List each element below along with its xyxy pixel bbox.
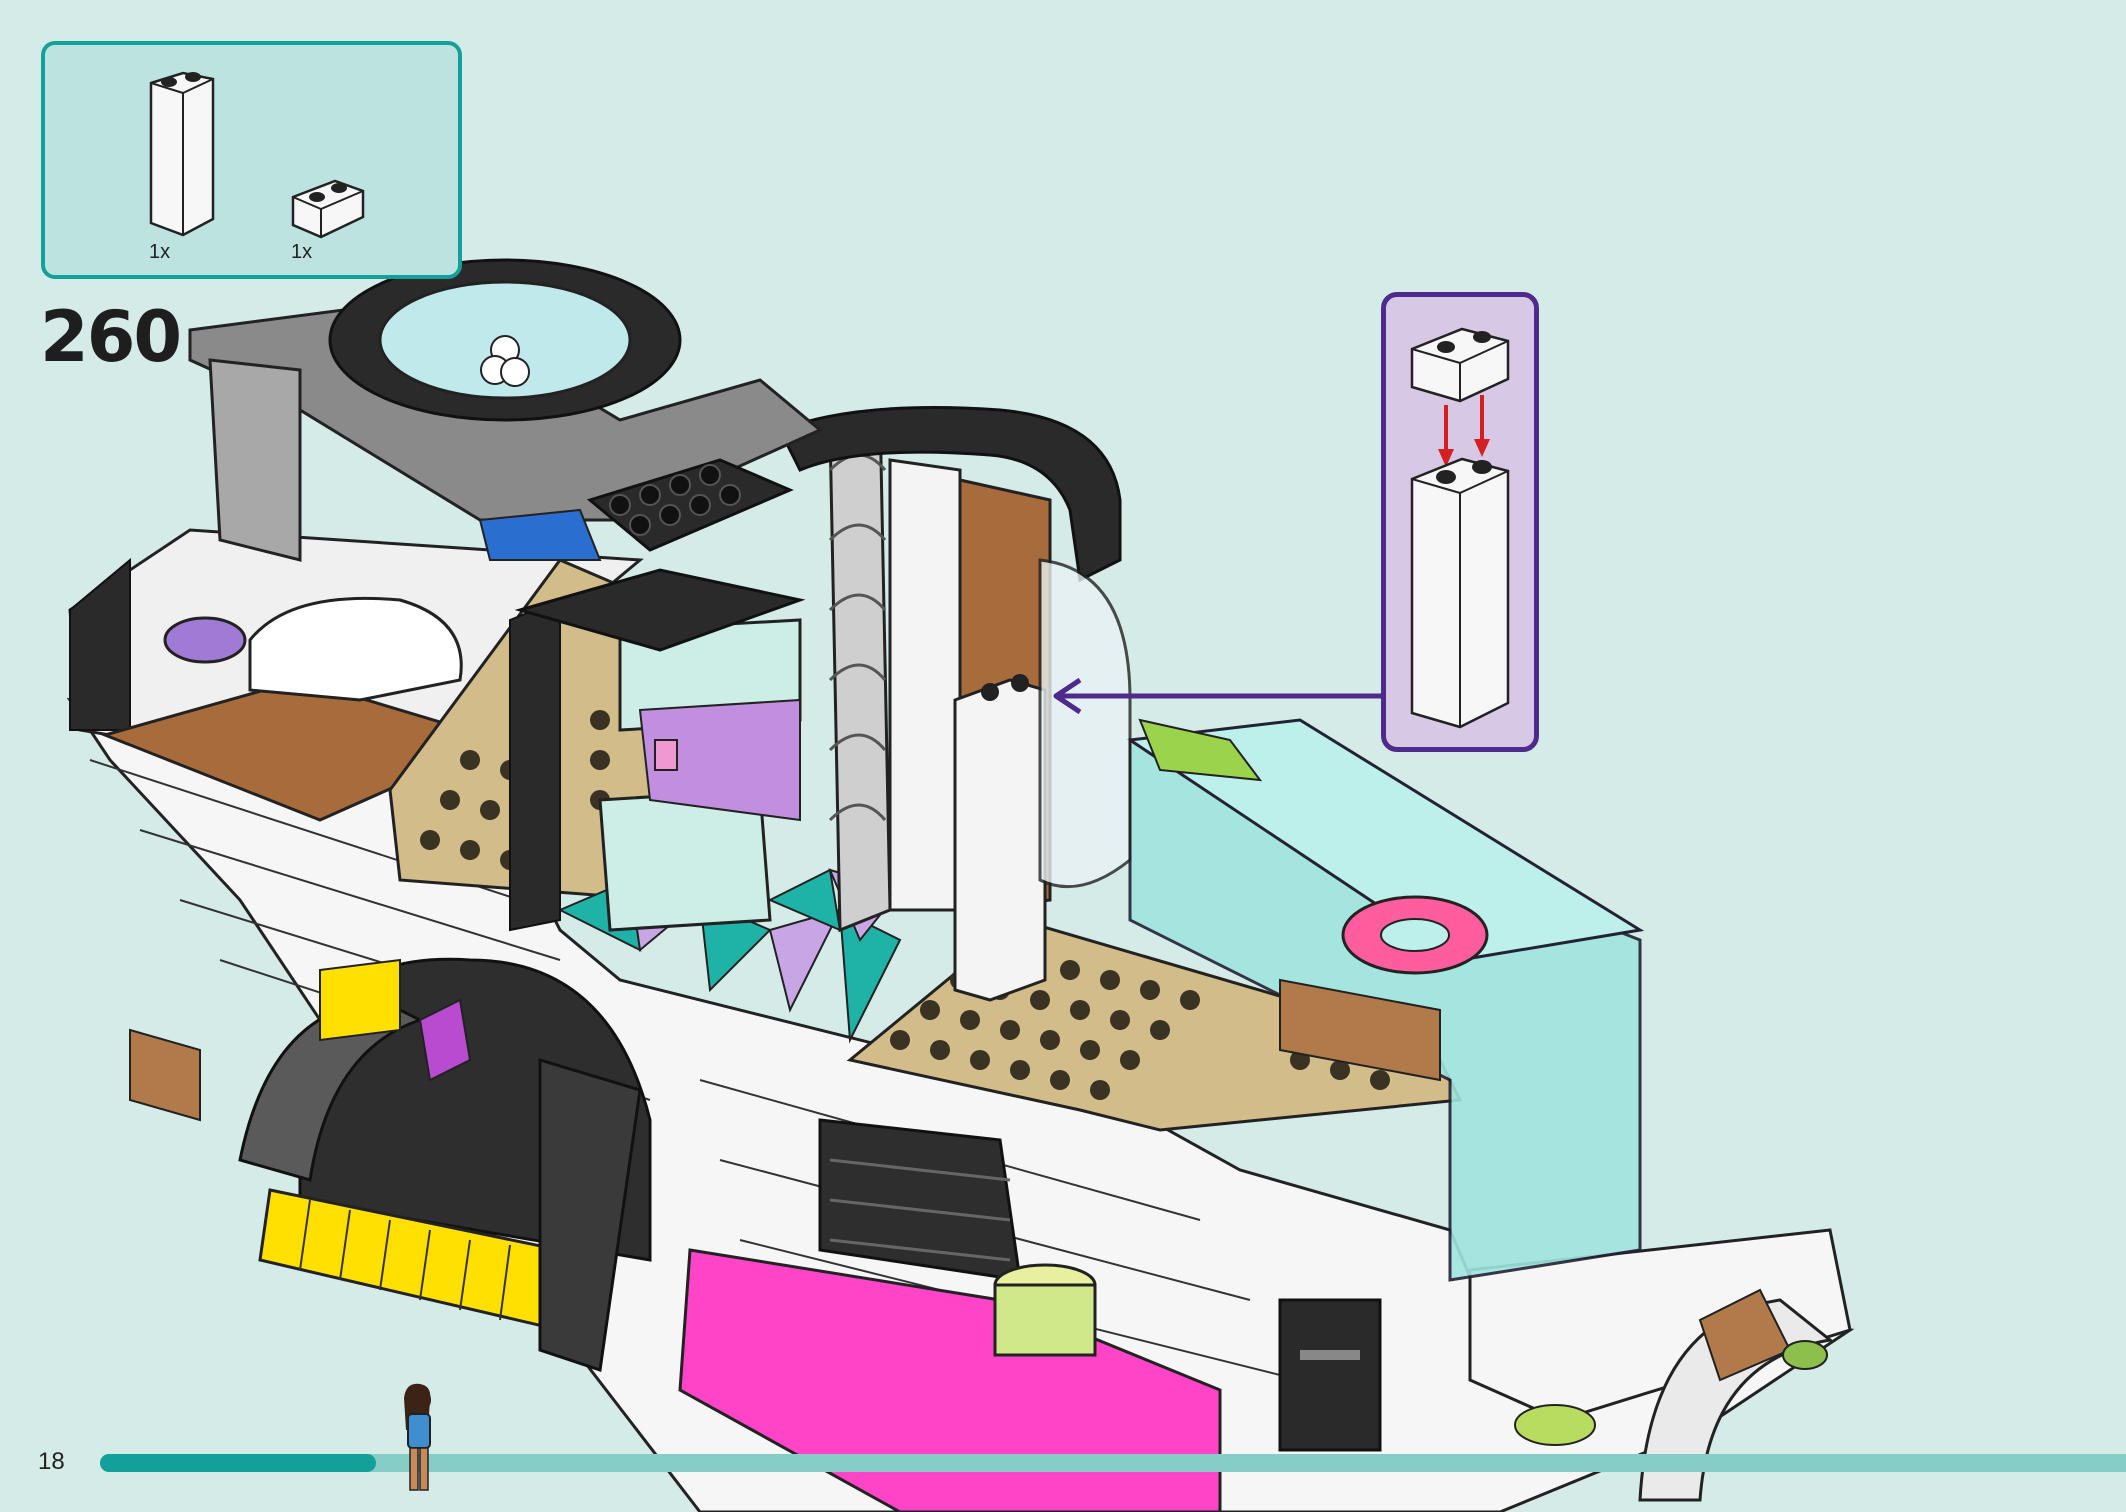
progress-bar [100, 1454, 376, 1472]
part-white-brick-1x2 [291, 179, 365, 239]
callout-assembly [1410, 327, 1510, 729]
part-white-brick-1x2x3 [149, 71, 215, 237]
callout-box [1381, 292, 1539, 752]
part-qty-1: 1x [149, 241, 171, 263]
progress-track [100, 1454, 2126, 1472]
parts-box: 1x 1x [41, 41, 462, 279]
step-number: 260 [40, 296, 182, 378]
page-number: 18 [38, 1448, 65, 1475]
part-qty-2: 1x [291, 241, 313, 263]
